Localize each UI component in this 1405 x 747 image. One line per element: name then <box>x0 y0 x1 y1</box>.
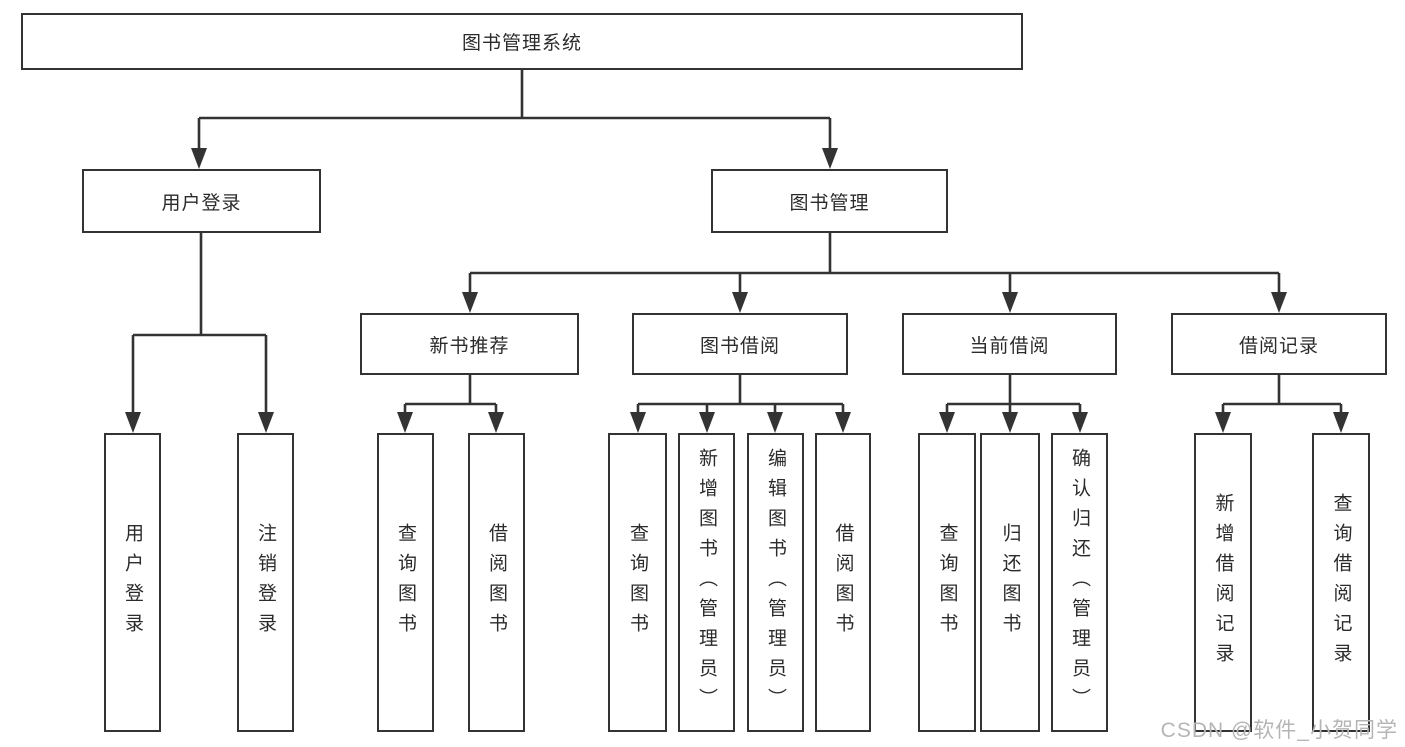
node-label: 借阅记录 <box>1238 335 1319 357</box>
leaf-borrow-book: 借阅图书 <box>815 433 871 732</box>
node-label: 查询图书 <box>395 522 416 643</box>
node-label: 当前借阅 <box>969 335 1050 357</box>
leaf-add-book-admin: 新增图书（管理员） <box>678 433 735 732</box>
node-book-management: 图书管理 <box>711 169 948 233</box>
leaf-borrow-book-newrec: 借阅图书 <box>468 433 525 732</box>
node-label: 图书管理 <box>789 192 870 214</box>
node-label: 新增图书（管理员） <box>696 447 717 718</box>
leaf-user-login: 用户登录 <box>104 433 161 732</box>
node-label: 归还图书 <box>999 522 1021 643</box>
leaf-return-book: 归还图书 <box>980 433 1040 732</box>
node-label: 借阅图书 <box>832 522 854 643</box>
connector-borrow-record-group <box>1221 375 1343 416</box>
leaf-query-book-current: 查询图书 <box>918 433 976 732</box>
node-label: 用户登录 <box>122 522 143 643</box>
node-label: 新增借阅记录 <box>1212 492 1234 673</box>
leaf-confirm-return-admin: 确认归还（管理员） <box>1051 433 1108 732</box>
node-label: 借阅图书 <box>486 522 507 643</box>
node-book-borrowing: 图书借阅 <box>632 313 848 375</box>
connector-book-borrow-group <box>636 375 845 416</box>
node-user-login: 用户登录 <box>82 169 321 233</box>
csdn-watermark: CSDN @软件_小贺同学 <box>1160 719 1398 742</box>
node-label: 用户登录 <box>161 192 242 214</box>
leaf-query-borrow-record: 查询借阅记录 <box>1312 433 1370 732</box>
node-label: 编辑图书（管理员） <box>765 447 786 718</box>
node-label: 查询图书 <box>936 522 958 643</box>
connector-book-mgmt-to-level3 <box>468 233 1281 296</box>
node-library-management-system: 图书管理系统 <box>21 13 1023 70</box>
node-borrow-records: 借阅记录 <box>1171 313 1387 375</box>
node-label: 新书推荐 <box>429 335 510 357</box>
connector-current-borrow-group <box>945 375 1082 416</box>
leaf-query-book-borrow: 查询图书 <box>608 433 667 732</box>
node-new-book-recommend: 新书推荐 <box>360 313 579 375</box>
connector-new-book-group <box>403 375 498 416</box>
connector-user-login-group <box>131 233 268 416</box>
node-label: 图书管理系统 <box>461 33 582 54</box>
leaf-add-borrow-record: 新增借阅记录 <box>1194 433 1252 732</box>
leaf-logout: 注销登录 <box>237 433 294 732</box>
node-label: 注销登录 <box>255 522 276 643</box>
node-label: 查询图书 <box>627 522 648 643</box>
leaf-query-book-newrec: 查询图书 <box>377 433 434 732</box>
leaf-edit-book-admin: 编辑图书（管理员） <box>747 433 804 732</box>
node-label: 确认归还（管理员） <box>1069 447 1090 718</box>
connector-root-to-level2 <box>197 70 832 152</box>
node-current-borrowing: 当前借阅 <box>902 313 1117 375</box>
node-label: 查询借阅记录 <box>1330 492 1352 673</box>
node-label: 图书借阅 <box>699 335 780 357</box>
